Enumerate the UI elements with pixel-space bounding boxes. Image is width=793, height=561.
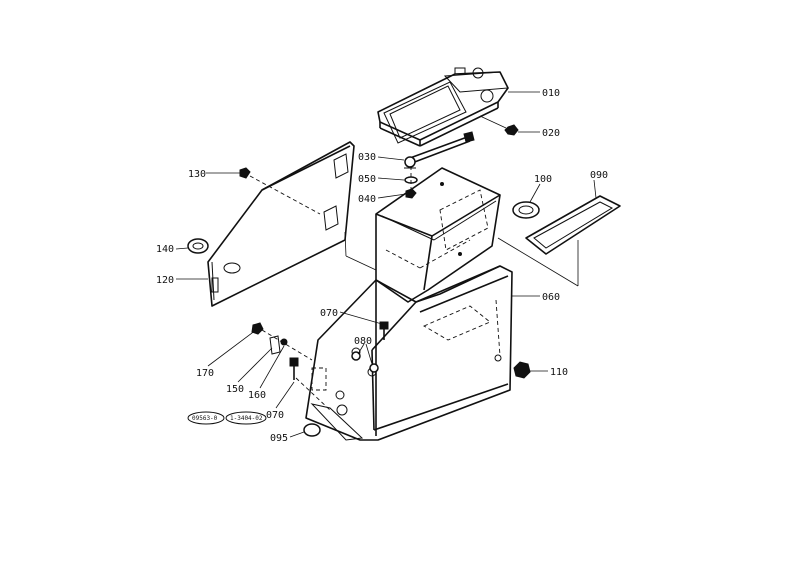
callout-080: 080	[354, 336, 372, 347]
callout-100: 100	[534, 174, 552, 185]
bolt-070-lower	[275, 357, 299, 409]
reference-mark-1: 09563-0	[187, 411, 225, 425]
nut-160	[259, 338, 288, 389]
callout-030: 030	[358, 152, 376, 163]
inner-box-part	[375, 167, 501, 303]
callout-110: 110	[550, 367, 568, 378]
screw-130	[206, 167, 251, 179]
reference-mark-2-label: 1-3404-02	[230, 415, 263, 422]
reference-mark-1-label: 09563-0	[192, 415, 218, 422]
callout-040: 040	[358, 194, 376, 205]
callout-070-lower: 070	[266, 410, 284, 421]
callout-160: 160	[248, 390, 266, 401]
bolt-070-upper	[339, 311, 389, 340]
callout-070-upper: 070	[320, 308, 338, 319]
callout-140: 140	[156, 244, 174, 255]
grommet-100	[512, 183, 541, 219]
callout-170: 170	[196, 368, 214, 379]
callout-010: 010	[542, 88, 560, 99]
nut-020	[479, 115, 519, 136]
bolt-030	[404, 131, 475, 169]
reference-mark-2: 1-3404-02	[225, 411, 267, 425]
callout-050: 050	[358, 174, 376, 185]
screw-170	[207, 322, 264, 367]
callout-095: 095	[270, 433, 288, 444]
fitting-080	[351, 343, 379, 373]
callout-120: 120	[156, 275, 174, 286]
plug-095	[289, 423, 321, 438]
callout-090: 090	[590, 170, 608, 181]
housing-part	[305, 265, 513, 441]
clip-150	[237, 335, 281, 383]
callout-060: 060	[542, 292, 560, 303]
cap-110	[513, 361, 548, 379]
callout-130: 130	[188, 169, 206, 180]
grommet-140	[175, 238, 209, 254]
gasket-090	[497, 179, 621, 287]
callout-150: 150	[226, 384, 244, 395]
side-panel-part	[207, 141, 355, 307]
callout-020: 020	[542, 128, 560, 139]
control-panel-part	[377, 67, 509, 147]
